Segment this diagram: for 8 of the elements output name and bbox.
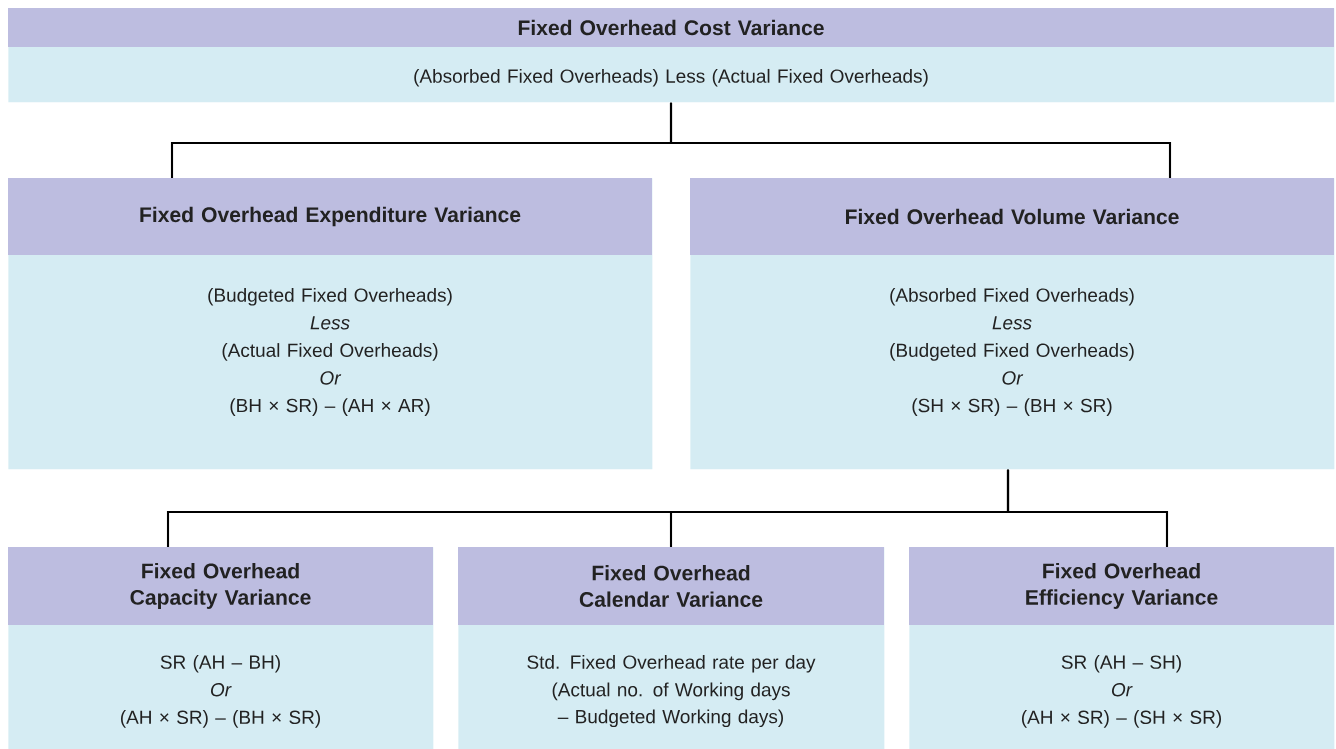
variance-box: Fixed Overhead Expenditure Variance (Budgeted Fixed Overheads) Less (Actual Fixed Overheads) Or (BH × SR) – (AH × AR) bbox=[8, 178, 653, 470]
connector-line bbox=[1006, 469, 1169, 547]
variance-box: Fixed Overhead Cost Variance (Absorbed Fixed Overheads) Less (Actual Fixed Overheads) bbox=[8, 8, 1335, 103]
variance-box: Fixed Overhead Efficiency Variance SR (AH – SH) Or (AH × SR) – (SH × SR) bbox=[909, 547, 1335, 749]
variance-box: Fixed Overhead Calendar Variance Std. Fixed Overhead rate per day (Actual no. of Working days – Budgeted Working days) bbox=[458, 547, 885, 749]
variance-box: Fixed Overhead Volume Variance (Absorbed Fixed Overheads) Less (Budgeted Fixed Overheads) Or (SH × SR) – (BH × SR) bbox=[690, 178, 1335, 470]
variance-box: Fixed Overhead Capacity Variance SR (AH – BH) Or (AH × SR) – (BH × SR) bbox=[8, 547, 434, 749]
connector-line bbox=[669, 102, 1172, 178]
